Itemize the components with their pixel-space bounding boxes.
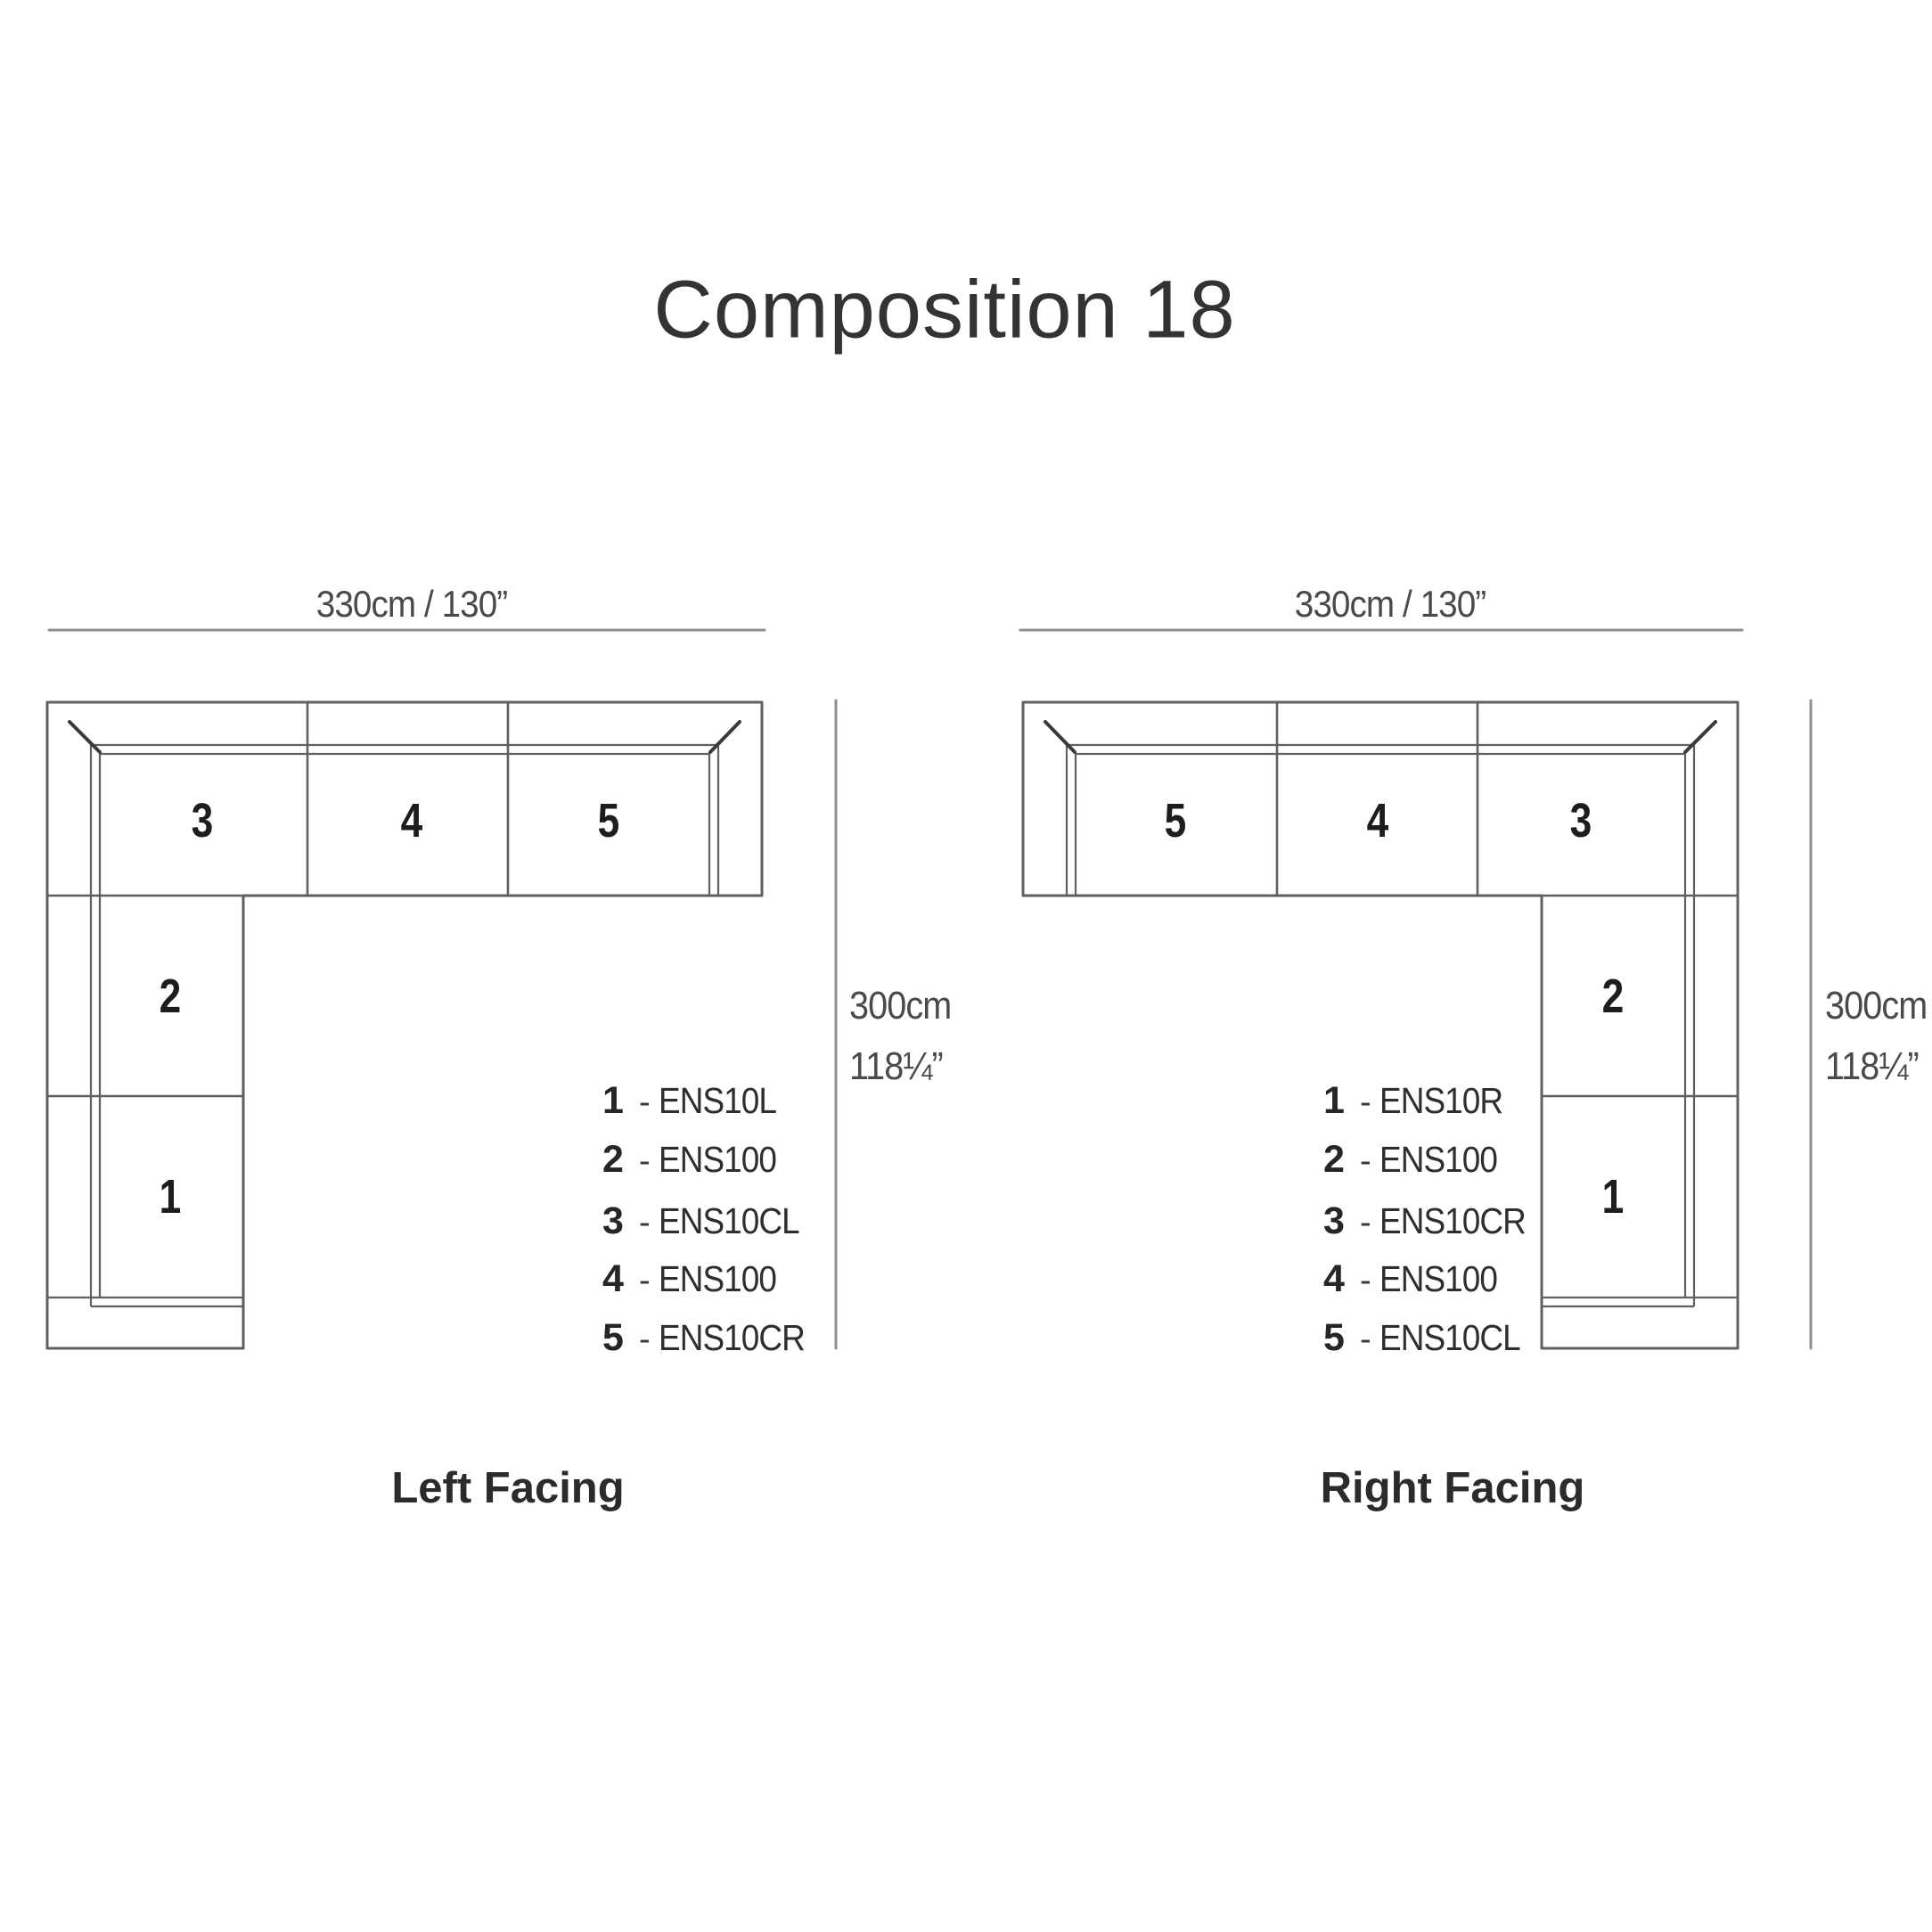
- right-sofa-backrest-lines: [1067, 743, 1696, 1306]
- left-seat-1-number: 1: [159, 1170, 182, 1224]
- part-code: ENS10L: [658, 1080, 777, 1121]
- right-seat-3-number: 3: [1569, 794, 1592, 847]
- part-code: ENS100: [1379, 1258, 1498, 1299]
- right-depth-cm-label: 300cm: [1825, 984, 1928, 1027]
- right-sofa-drawing: [1021, 700, 1740, 1350]
- list-item: 3 - ENS10CR: [1323, 1199, 1542, 1243]
- part-separator: -: [639, 1321, 651, 1358]
- right-depth-inch-label: 118¼”: [1825, 1044, 1920, 1088]
- part-separator: -: [639, 1084, 651, 1121]
- part-separator: -: [639, 1262, 651, 1299]
- right-seat-1-number: 1: [1601, 1170, 1625, 1224]
- page-title: Composition 18: [653, 264, 1236, 356]
- list-item: 2 - ENS100: [602, 1138, 789, 1182]
- left-seat-3-number: 3: [191, 794, 214, 847]
- part-code: ENS100: [658, 1258, 777, 1299]
- part-separator: -: [1360, 1321, 1371, 1358]
- left-seat-5-number: 5: [597, 794, 620, 847]
- left-depth-cm-label: 300cm: [849, 984, 952, 1027]
- left-facing-caption: Left Facing: [391, 1464, 625, 1512]
- right-seat-4-number: 4: [1366, 794, 1389, 847]
- left-sofa-drawing: [45, 700, 764, 1350]
- part-code: ENS10CL: [1379, 1317, 1521, 1358]
- part-number: 2: [1323, 1138, 1345, 1181]
- list-item: 5 - ENS10CR: [602, 1316, 821, 1360]
- left-seat-2-number: 2: [159, 970, 182, 1023]
- part-separator: -: [1360, 1204, 1371, 1241]
- part-code: ENS10R: [1379, 1080, 1503, 1121]
- right-sofa-seat-dividers: [1275, 702, 1738, 1098]
- list-item: 4 - ENS100: [602, 1257, 789, 1301]
- list-item: 4 - ENS100: [1323, 1257, 1510, 1301]
- right-facing-caption: Right Facing: [1320, 1464, 1585, 1512]
- part-separator: -: [1360, 1084, 1371, 1121]
- part-separator: -: [639, 1204, 651, 1241]
- part-number: 4: [1323, 1257, 1345, 1300]
- part-number: 1: [602, 1079, 624, 1122]
- right-width-dimension-label: 330cm / 130”: [1294, 583, 1486, 625]
- right-seat-5-number: 5: [1164, 794, 1187, 847]
- part-number: 3: [602, 1199, 624, 1242]
- left-sofa-backrest-lines: [89, 743, 718, 1306]
- part-number: 5: [602, 1316, 624, 1359]
- part-separator: -: [639, 1142, 651, 1180]
- part-number: 1: [1323, 1079, 1345, 1122]
- left-sofa-armrest-lines: [47, 745, 720, 1308]
- dimension-lines: [47, 628, 1813, 1350]
- left-depth-inch-label: 118¼”: [849, 1044, 944, 1088]
- left-width-dimension-label: 330cm / 130”: [315, 583, 508, 625]
- part-number: 5: [1323, 1316, 1345, 1359]
- left-seat-4-number: 4: [400, 794, 423, 847]
- part-code: ENS100: [658, 1139, 777, 1180]
- part-number: 2: [602, 1138, 624, 1181]
- part-number: 3: [1323, 1199, 1345, 1242]
- right-sofa-armrest-lines: [1065, 745, 1738, 1308]
- list-item: 5 - ENS10CL: [1323, 1316, 1535, 1360]
- part-code: ENS100: [1379, 1139, 1498, 1180]
- right-sofa-outline: [1021, 700, 1740, 1350]
- part-code: ENS10CL: [658, 1200, 800, 1241]
- part-code: ENS10CR: [1379, 1200, 1527, 1241]
- part-separator: -: [1360, 1262, 1371, 1299]
- left-sofa-corner-marks: [68, 720, 741, 754]
- part-number: 4: [602, 1257, 624, 1300]
- list-item: 1 - ENS10L: [602, 1079, 789, 1123]
- left-sofa-seat-dividers: [47, 702, 510, 1098]
- right-sofa-corner-marks: [1044, 720, 1717, 754]
- list-item: 3 - ENS10CL: [602, 1199, 815, 1243]
- list-item: 1 - ENS10R: [1323, 1079, 1516, 1123]
- list-item: 2 - ENS100: [1323, 1138, 1510, 1182]
- right-seat-2-number: 2: [1601, 970, 1625, 1023]
- part-separator: -: [1360, 1142, 1371, 1180]
- part-code: ENS10CR: [658, 1317, 806, 1358]
